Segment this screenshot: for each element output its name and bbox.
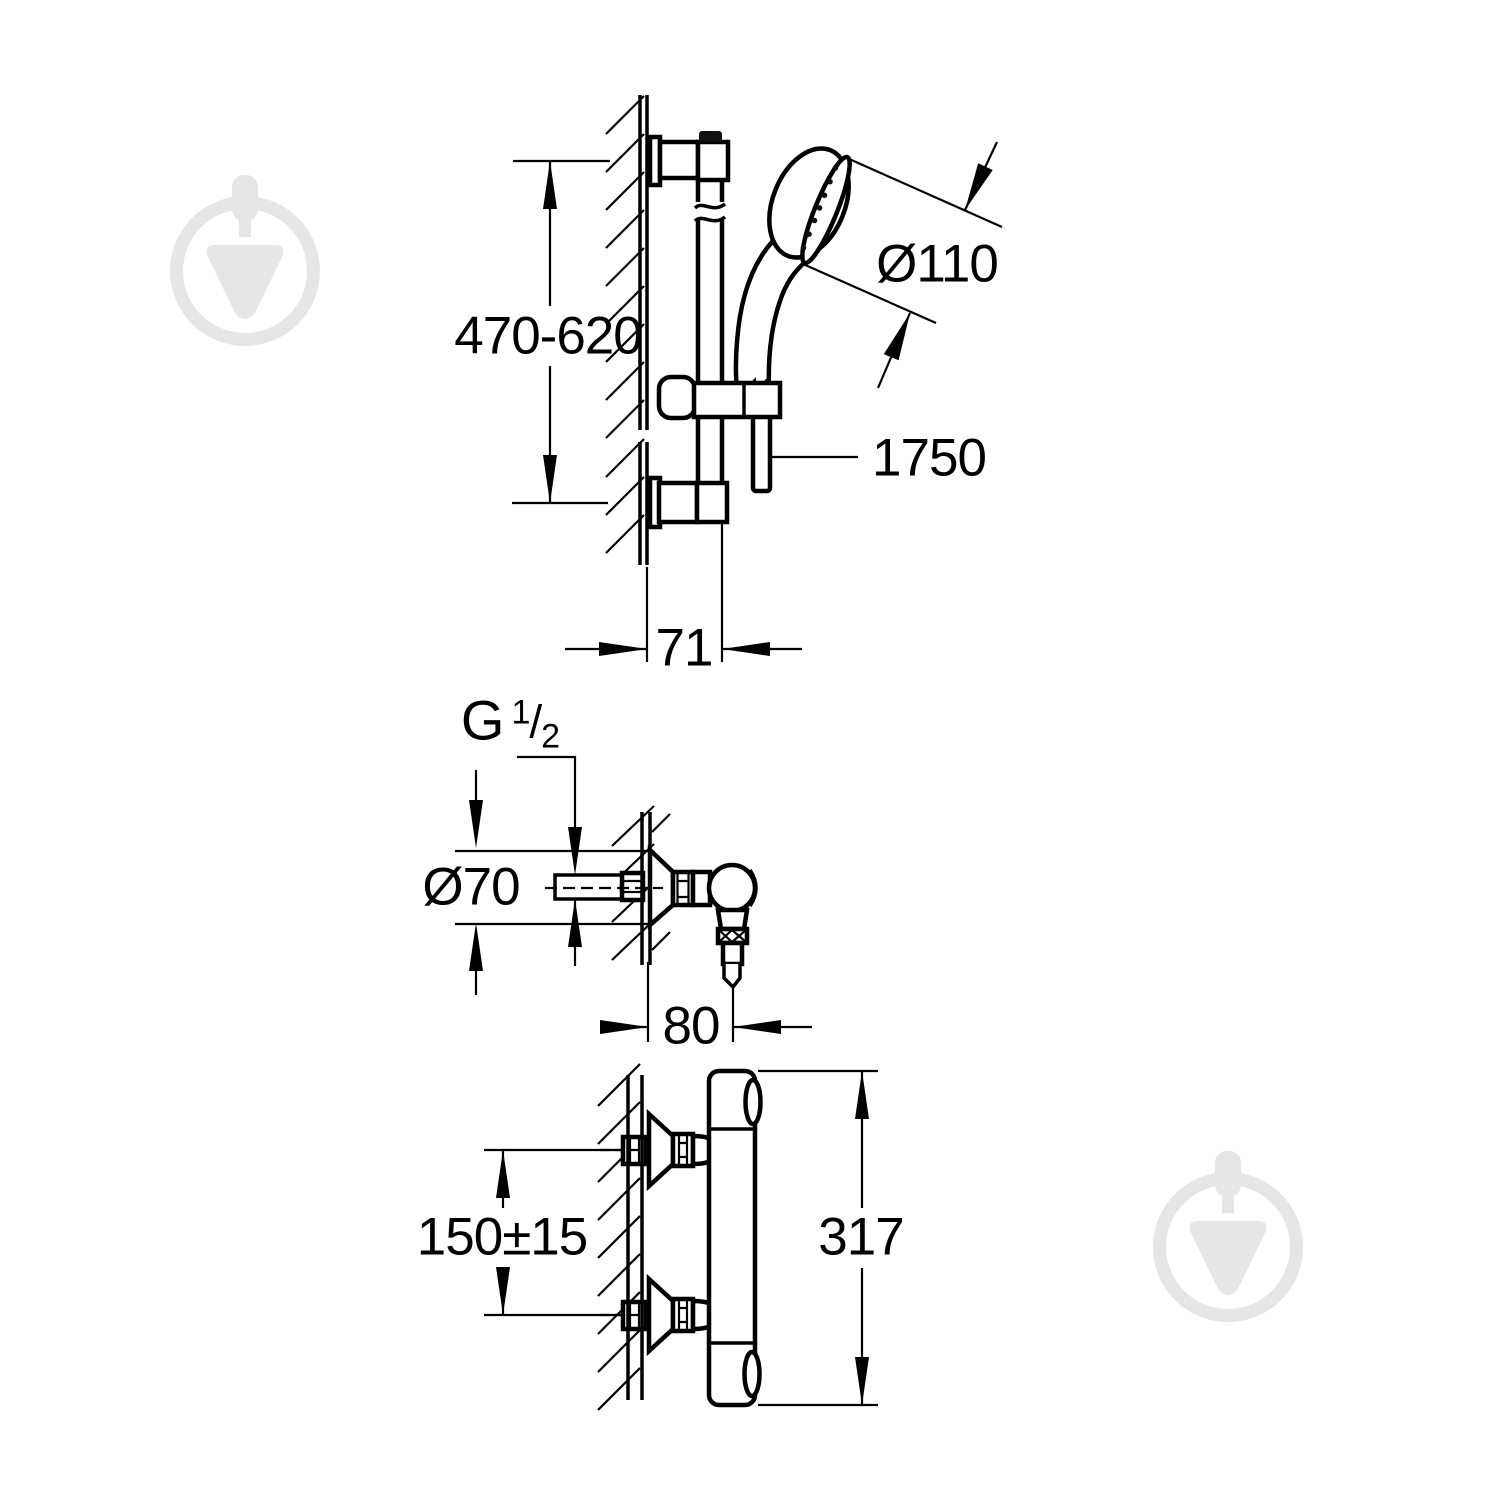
union-nut xyxy=(670,869,696,908)
wall-line xyxy=(638,95,649,565)
dimension-thread xyxy=(517,755,582,966)
union-nut-top xyxy=(670,1131,696,1169)
knob-rim xyxy=(748,869,758,907)
holder-body xyxy=(691,380,783,420)
temperature-handle xyxy=(743,1077,763,1127)
pipe-hex-nut xyxy=(619,870,646,903)
shower-rail-view xyxy=(512,95,1003,662)
valve-offset-label: 80 xyxy=(662,996,721,1056)
watermark-pin-triangle xyxy=(206,245,284,319)
rail-height-label: 470-620 xyxy=(454,306,643,366)
body-division-lines xyxy=(709,1127,755,1345)
dimension-escutcheon-diameter xyxy=(455,770,648,995)
watermark-pin-triangle xyxy=(1189,1221,1267,1295)
wall-hatching xyxy=(605,95,645,554)
hose-stub xyxy=(722,964,742,990)
union-nut-facets xyxy=(676,872,690,905)
upper-bracket-body xyxy=(657,139,701,181)
watermark-bottom-right xyxy=(1152,1151,1303,1323)
handshower-diameter-label: Ø110 xyxy=(876,234,999,294)
dimension-rail-offset xyxy=(565,524,802,662)
hand-shower-face xyxy=(800,154,852,266)
thermostat-view xyxy=(484,1063,878,1411)
watermark-pin-stem xyxy=(1215,1151,1241,1197)
watermark-pin-stem xyxy=(232,175,258,221)
flow-handle xyxy=(742,1349,762,1399)
escutcheon-cone-top xyxy=(646,1108,676,1192)
dimension-rail-height xyxy=(512,159,610,505)
hose-length-label: 1750 xyxy=(872,428,987,488)
dimension-connection-spacing xyxy=(484,1148,622,1317)
escutcheon-cone-bottom xyxy=(646,1273,676,1357)
lower-bracket-body xyxy=(656,480,700,525)
dimension-handshower-diameter xyxy=(802,141,1003,389)
thread-slash: / xyxy=(529,695,542,748)
escutcheon-diameter-label: Ø70 xyxy=(422,857,520,917)
watermark-top-left xyxy=(170,175,320,346)
holder-knob xyxy=(656,374,698,421)
rail-offset-label: 71 xyxy=(655,618,714,678)
wall-line xyxy=(626,1075,644,1400)
connection-spacing-label: 150±15 xyxy=(416,1207,588,1267)
valve-side-view xyxy=(455,755,812,1042)
thread-prefix: G xyxy=(460,688,505,752)
thread-numerator: 1 xyxy=(511,693,530,732)
union-nut-facets xyxy=(677,1134,689,1331)
watermark-pin-neck xyxy=(1222,1195,1234,1213)
upper-bracket-cap xyxy=(699,131,722,142)
rail-break-wave xyxy=(693,202,727,223)
spray-nozzles xyxy=(800,165,839,251)
upper-bracket-clamp xyxy=(695,139,731,183)
thermostat-body xyxy=(706,1068,758,1408)
hose-connector xyxy=(720,940,745,967)
mixer-height-label: 317 xyxy=(818,1207,904,1267)
watermark-pin-neck xyxy=(239,219,251,237)
outlet-neck xyxy=(715,907,750,932)
thread-denominator: 2 xyxy=(541,717,560,756)
union-nut-bottom xyxy=(670,1296,696,1334)
coupling-knurling xyxy=(718,929,747,943)
wall-hatching xyxy=(597,1063,641,1411)
hex-nut-facets xyxy=(622,879,643,894)
dimension-mixer-height xyxy=(758,1069,878,1407)
dimension-valve-offset xyxy=(600,962,812,1042)
valve-knob xyxy=(706,862,758,914)
lower-bracket-clamp xyxy=(694,480,730,525)
